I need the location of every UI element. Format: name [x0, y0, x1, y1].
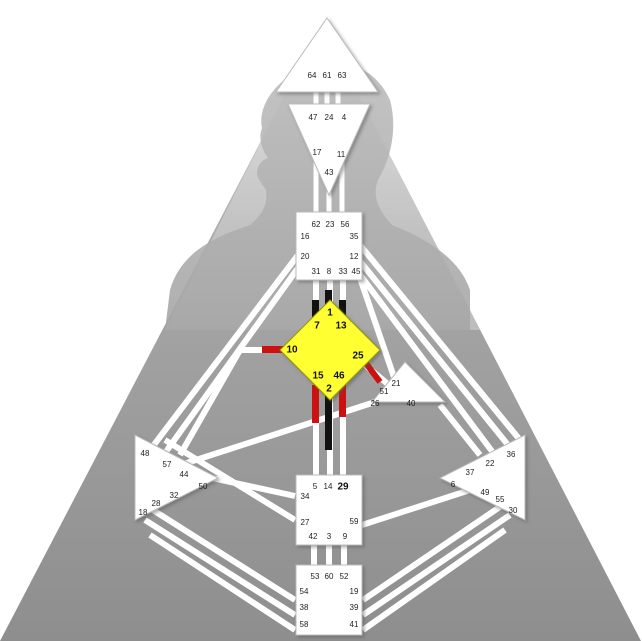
gate-30: 30 — [509, 506, 518, 515]
gate-39: 39 — [350, 603, 359, 612]
head-center — [276, 18, 378, 92]
gate-11: 11 — [337, 150, 346, 159]
gate-32: 32 — [170, 491, 179, 500]
gate-15-red — [312, 385, 319, 423]
gate-9: 9 — [343, 532, 348, 541]
gate-62: 62 — [312, 220, 321, 229]
gate-38: 38 — [300, 603, 309, 612]
gate-27: 27 — [301, 518, 310, 527]
gate-26: 26 — [371, 399, 380, 408]
gate-22: 22 — [486, 459, 495, 468]
gate-37: 37 — [466, 468, 475, 477]
gate-23: 23 — [326, 220, 335, 229]
gate-52: 52 — [340, 572, 349, 581]
gate-8: 8 — [327, 267, 332, 276]
gate-34: 34 — [301, 492, 310, 501]
gate-44: 44 — [180, 470, 189, 479]
gate-49: 49 — [481, 488, 490, 497]
gate-53: 53 — [311, 572, 320, 581]
gate-5: 5 — [313, 482, 318, 491]
gate-59: 59 — [350, 517, 359, 526]
gate-57: 57 — [163, 460, 172, 469]
gate-63: 63 — [338, 71, 347, 80]
gate-21: 21 — [392, 379, 401, 388]
gate-24: 24 — [325, 113, 334, 122]
gate-36: 36 — [507, 450, 516, 459]
gate-13: 13 — [335, 321, 347, 332]
gate-45: 45 — [352, 267, 361, 276]
gate-2: 2 — [326, 384, 332, 395]
gate-31: 31 — [312, 267, 321, 276]
gate-29: 29 — [337, 482, 349, 493]
gate-1: 1 — [327, 308, 333, 319]
gate-10: 10 — [286, 345, 298, 356]
gate-6: 6 — [451, 480, 456, 489]
gate-16: 16 — [301, 232, 310, 241]
gate-25: 25 — [352, 351, 364, 362]
gate-14: 14 — [324, 482, 333, 491]
gate-47: 47 — [309, 113, 318, 122]
gate-40: 40 — [407, 399, 416, 408]
gate-35: 35 — [350, 232, 359, 241]
gate-54: 54 — [300, 587, 309, 596]
gate-55: 55 — [496, 495, 505, 504]
gate-3: 3 — [327, 532, 332, 541]
gate-28: 28 — [152, 499, 161, 508]
gate-51: 51 — [380, 387, 389, 396]
gate-56: 56 — [341, 220, 350, 229]
gate-2-black — [325, 395, 332, 450]
gate-50: 50 — [199, 482, 208, 491]
gate-4: 4 — [342, 113, 347, 122]
gate-42: 42 — [309, 532, 318, 541]
gate-46: 46 — [333, 371, 345, 382]
gate-33: 33 — [339, 267, 348, 276]
gate-58: 58 — [300, 620, 309, 629]
gate-61: 61 — [323, 71, 332, 80]
gate-20: 20 — [301, 252, 310, 261]
gate-41: 41 — [350, 620, 359, 629]
gate-19: 19 — [350, 587, 359, 596]
gate-15: 15 — [312, 371, 324, 382]
gate-64: 64 — [308, 71, 317, 80]
gate-12: 12 — [350, 252, 359, 261]
gate-48: 48 — [141, 449, 150, 458]
gate-7: 7 — [314, 321, 320, 332]
gate-43: 43 — [325, 168, 334, 177]
gate-60: 60 — [325, 572, 334, 581]
gate-18: 18 — [139, 508, 148, 517]
gate-17: 17 — [313, 148, 322, 157]
